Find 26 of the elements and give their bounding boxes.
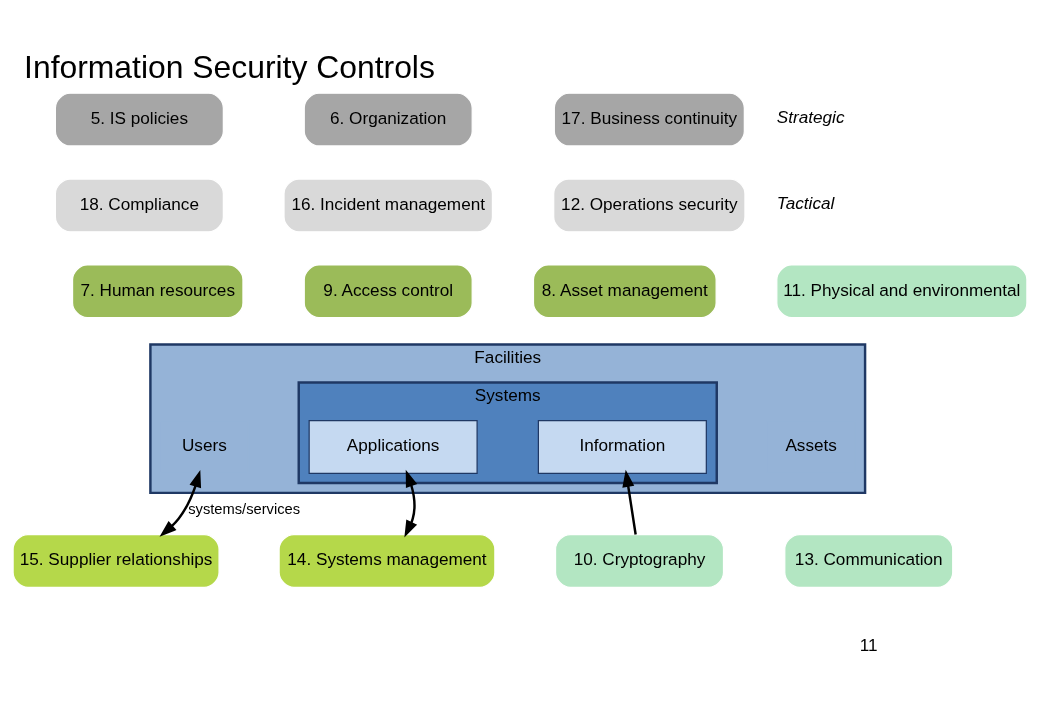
- node-box: 16. Incident management: [283, 177, 494, 232]
- arrow: [159, 469, 202, 537]
- node-box: 5. IS policies: [54, 92, 224, 147]
- arrow: [622, 469, 637, 535]
- node-box: 13. Communication: [784, 533, 954, 588]
- node-text: Users: [181, 434, 227, 455]
- label: 11: [859, 634, 878, 655]
- node-box: 6. Organization: [303, 92, 473, 147]
- node-label: Tactical: [776, 192, 835, 213]
- node-box: 15. Supplier relationships: [12, 533, 220, 588]
- node-box: 11. Physical and environmental: [776, 263, 1028, 318]
- node-box: Information: [537, 419, 707, 474]
- node-text: Assets: [785, 434, 837, 455]
- node-box: 8. Asset management: [532, 263, 717, 318]
- node-box: 9. Access control: [303, 263, 473, 318]
- edge-label: systems/services: [188, 500, 301, 517]
- node-box: 12. Operations security: [553, 177, 746, 232]
- node-box: 18. Compliance: [54, 177, 224, 232]
- node-label: Strategic: [776, 106, 845, 127]
- node-box: 10. Cryptography: [554, 533, 725, 588]
- node-box: 14. Systems management: [278, 533, 496, 588]
- node-box: 7. Human resources: [71, 263, 244, 318]
- diagram-title: Information Security Controls: [24, 48, 435, 85]
- node-box: 17. Business continuity: [553, 92, 745, 147]
- arrow: [404, 469, 418, 538]
- node-box: Applications: [308, 419, 478, 474]
